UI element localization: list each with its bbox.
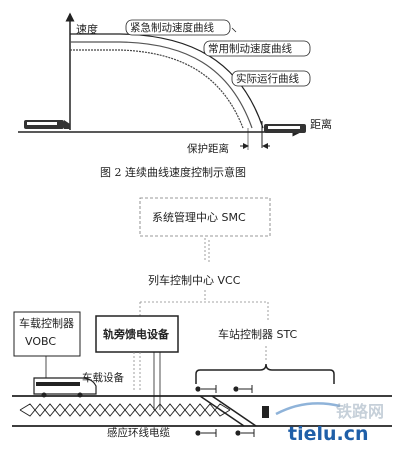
- smc-label: 系统管理中心 SMC: [152, 210, 246, 224]
- watermark-domain: tielu.cn: [288, 423, 369, 445]
- wayside-feed-box: [95, 315, 179, 353]
- curve-service: [70, 41, 253, 129]
- label-service-curve: 常用制动速度曲线: [208, 42, 292, 55]
- vobc-box: [13, 311, 81, 357]
- loop-cable-label: 感应环线电缆: [107, 426, 170, 439]
- figure-speed-curve: 速度 距离 紧急制动速度曲线 常用制动速度曲线 实际运行曲线 保护距离: [18, 12, 332, 179]
- curve-actual: [70, 49, 244, 129]
- signal-icon: [233, 385, 253, 393]
- train-icon: [264, 124, 306, 133]
- label-emergency-curve: 紧急制动速度曲线: [130, 21, 214, 34]
- signal-icon: [195, 429, 217, 437]
- vobc-label-abbr: VOBC: [25, 335, 56, 348]
- figure-caption: 图 2 连续曲线速度控制示意图: [100, 165, 246, 179]
- watermark-swoosh: [275, 402, 341, 416]
- smc-box: [139, 197, 271, 237]
- y-axis-label: 速度: [76, 22, 98, 36]
- wayside-feed-label: 轨旁馈电设备: [103, 327, 170, 341]
- onboard-equipment-label: 车载设备: [82, 371, 124, 384]
- stc-label: 车站控制器 STC: [218, 327, 298, 341]
- protection-distance-label: 保护距离: [187, 142, 229, 155]
- x-axis-label: 距离: [310, 117, 332, 131]
- vcc-label: 列车控制中心 VCC: [148, 273, 241, 287]
- train-icon: [33, 377, 97, 398]
- stc-brace: [195, 363, 335, 384]
- watermark: 铁路网 tielu.cn: [275, 402, 384, 445]
- vobc-label: 车载控制器: [19, 316, 74, 330]
- signal-icon: [195, 385, 217, 393]
- train-icon: [24, 120, 70, 129]
- figure-system-architecture: 系统管理中心 SMC 列车控制中心 VCC 车载控制器 VOBC 轨旁馈电设备 …: [12, 197, 392, 439]
- label-actual-curve: 实际运行曲线: [236, 72, 299, 85]
- signal-icon: [235, 429, 255, 437]
- buffer-stop: [262, 406, 269, 418]
- watermark-site-name: 铁路网: [336, 402, 384, 421]
